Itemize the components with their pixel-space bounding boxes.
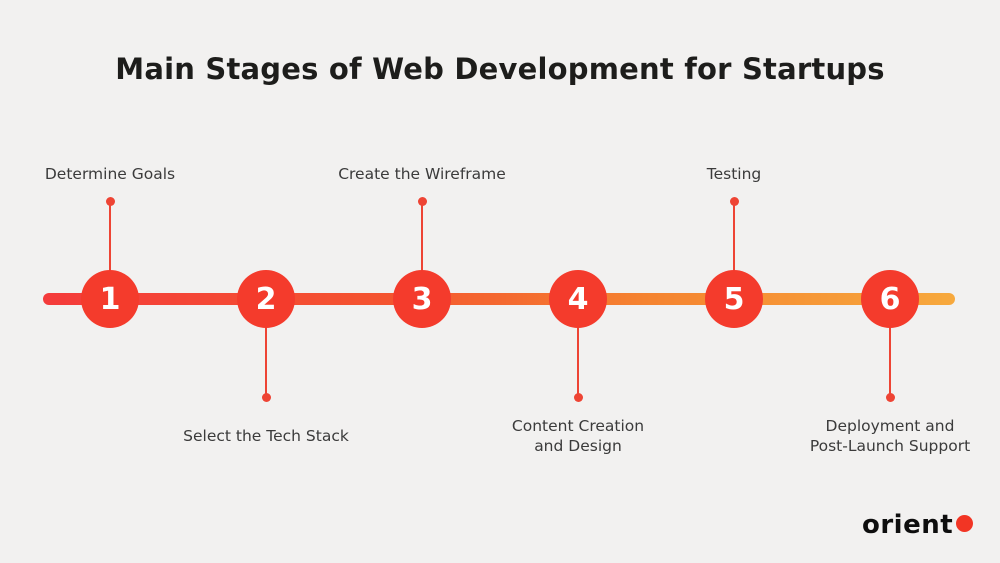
stage-number: 3 [411,281,433,317]
stage-number: 5 [723,281,745,317]
connector-dot [261,393,271,402]
connector-stem [421,201,423,271]
stage-number: 1 [99,281,121,317]
connector-stem [577,327,579,396]
brand-logo: orient [862,510,974,540]
brand-logo-text: orient [862,510,954,540]
timeline-line [43,293,955,305]
connector-stem [265,327,267,396]
stage-number-node: 2 [237,270,295,328]
stage-label: Content Creation and Design [511,417,645,455]
stage-number-node: 6 [861,270,919,328]
stage-number: 6 [879,281,901,317]
stage-number: 4 [567,281,589,317]
stage-label: Determine Goals [44,165,176,184]
stage-label: Deployment and Post-Launch Support [809,417,971,455]
stage-number-node: 5 [705,270,763,328]
connector-stem [109,201,111,271]
stage-label: Select the Tech Stack [183,427,349,446]
connector-stem [733,201,735,271]
stage-label: Testing [706,165,762,184]
stage-number-node: 1 [81,270,139,328]
brand-logo-dot-icon [956,515,974,532]
connector-stem [889,327,891,396]
stage-label: Create the Wireframe [338,165,506,184]
page-title: Main Stages of Web Development for Start… [115,52,885,86]
stage-number-node: 4 [549,270,607,328]
connector-dot [885,393,895,402]
stage-number-node: 3 [393,270,451,328]
stage-number: 2 [255,281,277,317]
connector-dot [573,393,583,402]
